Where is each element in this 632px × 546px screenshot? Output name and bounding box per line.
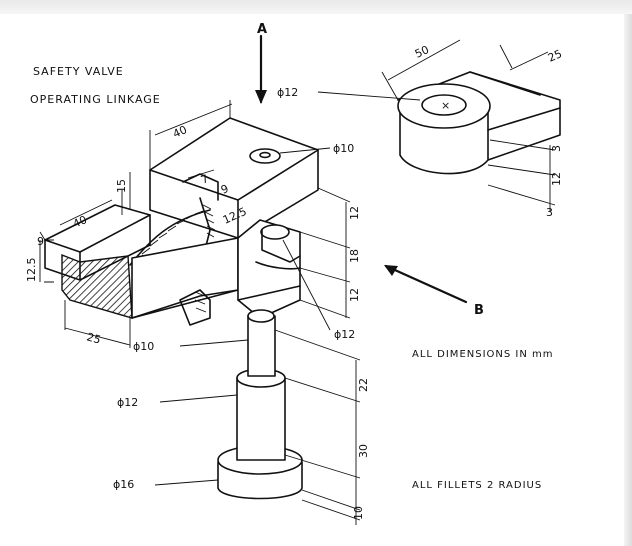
dim-base-9: 9 (37, 235, 44, 248)
title-line-1: SAFETY VALVE (33, 65, 124, 78)
pin-dim-d10: ϕ10 (133, 340, 154, 353)
dim-slot-width: 7 (199, 172, 211, 187)
dim-jaw-hole: ϕ12 (334, 328, 355, 341)
dim-jaw-18: 18 (348, 249, 361, 263)
window-top-bar (0, 0, 632, 14)
view-a-arrow (255, 34, 267, 104)
link-dim-width: 25 (546, 47, 564, 65)
dim-jaw-12b: 12 (348, 288, 361, 302)
note-fillets: ALL FILLETS 2 RADIUS (412, 480, 542, 491)
view-a-label: A (257, 22, 267, 37)
dim-top-length: 40 (171, 123, 189, 141)
pin-dim-22: 22 (357, 378, 370, 392)
dim-height-15: 15 (115, 179, 128, 193)
title-line-2: OPERATING LINKAGE (30, 93, 161, 106)
dim-base-thickness: 12.5 (25, 258, 38, 283)
main-bracket (44, 117, 319, 326)
dim-top-hole: ϕ10 (333, 142, 354, 155)
pin-dim-d16: ϕ16 (113, 478, 134, 491)
pin-dim-d12: ϕ12 (117, 396, 138, 409)
pin-dim-10: 10 (352, 506, 365, 520)
link-part: × (317, 39, 561, 212)
link-dim-12: 12 (550, 172, 563, 186)
dim-left-length: 40 (71, 213, 89, 231)
view-b-arrow (384, 264, 468, 304)
pin-dim-30: 30 (357, 444, 370, 458)
link-dim-3a: 3 (550, 145, 563, 152)
window-right-edge (624, 14, 632, 546)
link-dim-boss: ϕ12 (277, 86, 298, 99)
dim-slot-depth: 9 (219, 182, 231, 197)
note-units: ALL DIMENSIONS IN mm (412, 349, 554, 360)
link-dim-length: 50 (413, 43, 431, 61)
main-dimension-lines (39, 100, 351, 348)
dim-jaw-12a: 12 (348, 206, 361, 220)
link-dim-3b: 3 (546, 206, 553, 219)
link-center-mark: × (441, 99, 450, 112)
view-b-label: B (474, 303, 484, 318)
dim-bottom-width: 25 (85, 330, 102, 346)
pin-part (154, 309, 361, 525)
